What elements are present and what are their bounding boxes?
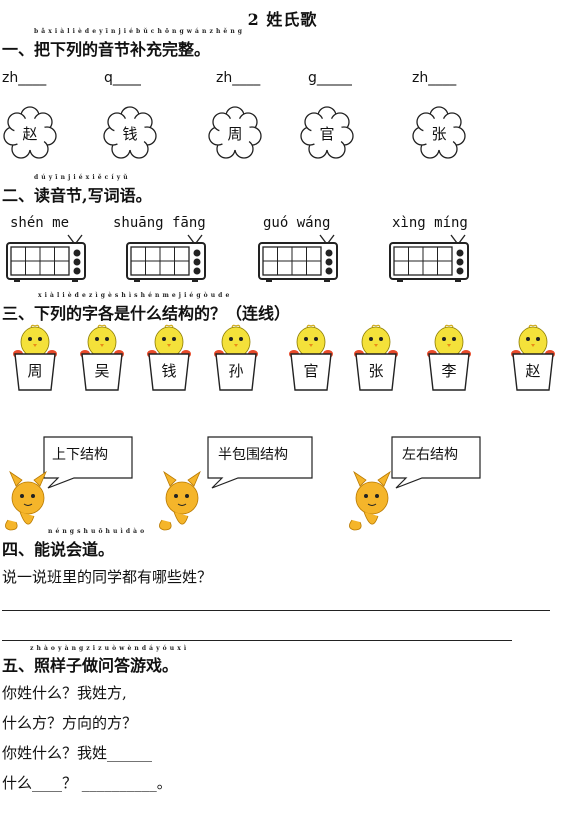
fox-speech-bubble-icon [159,436,313,531]
flower-card-4: 官 [300,106,354,160]
section2-pinyin-ruby: d ú y ī n j i é x i ě c í y ǔ [34,174,129,181]
section5-pinyin-ruby: z h à o y à n g z i z u ò w è n d á y ó … [30,645,187,652]
chick-card-8[interactable]: 赵 [510,324,556,392]
chick-card-6[interactable]: 张 [353,324,399,392]
chick-char: 赵 [525,362,541,380]
pinyin-word-1: shén me [10,215,70,231]
structure-option-1[interactable]: 上下结构 [2,436,162,532]
chick-icon [13,324,57,391]
tv-icon [126,234,206,282]
tv-writing-box-4[interactable] [389,233,471,283]
syllable-blank-3[interactable]: zh____ [216,70,261,86]
chick-card-1[interactable]: 周 [12,324,58,392]
tv-icon [6,234,86,282]
tv-icon [258,234,338,282]
syllable-blank-4[interactable]: g_____ [308,70,352,86]
dialogue-line-1: 你姓什么？我姓方, [2,684,127,702]
structure-option-3[interactable]: 左右结构 [346,436,506,532]
chick-icon [354,324,398,391]
tv-icon [389,234,469,282]
chick-card-7[interactable]: 李 [426,324,472,392]
dialogue-line-2: 什么方？方向的方？ [2,714,138,732]
flower-char: 钱 [122,124,138,143]
structure-label: 半包围结构 [218,447,288,463]
flower-card-2: 钱 [103,106,157,160]
chick-icon [511,324,555,391]
chick-icon [214,324,258,391]
chick-char: 张 [368,362,384,380]
section4-pinyin-ruby: n é n g s h u ō h u ì d à o [48,528,145,535]
chick-icon [147,324,191,391]
chick-icon [289,324,333,391]
answer-line-2[interactable] [2,640,512,641]
answer-line-1[interactable] [2,610,550,611]
section3-pinyin-ruby: x i à l i è d e z ì g è s h ì s h é n m … [38,292,230,299]
syllable-blank-2[interactable]: q____ [104,70,141,86]
flower-char: 赵 [22,124,38,143]
section3-heading: 三、下列的字各是什么结构的？（连线） [2,304,291,323]
tv-writing-box-3[interactable] [258,233,340,283]
flower-card-3: 周 [208,106,262,160]
chick-card-3[interactable]: 钱 [146,324,192,392]
chick-char: 李 [441,362,457,380]
section4-heading: 四、能说会道。 [2,540,115,559]
chick-char: 周 [27,362,43,380]
flower-icon [103,106,157,159]
pinyin-word-2: shuāng fāng [113,215,206,231]
chick-char: 孙 [228,362,244,380]
syllable-blank-1[interactable]: zh____ [2,70,47,86]
chick-icon [80,324,124,391]
flower-icon [300,106,354,159]
dialogue-line-4[interactable]: 什么____？ __________。 [2,774,172,792]
chick-char: 钱 [161,362,177,380]
section4-prompt: 说一说班里的同学都有哪些姓？ [2,568,213,586]
flower-char: 官 [319,124,335,143]
chick-card-4[interactable]: 孙 [213,324,259,392]
chick-card-5[interactable]: 官 [288,324,334,392]
flower-icon [412,106,466,159]
pinyin-word-3: guó wáng [263,215,331,231]
flower-icon [3,106,57,159]
section1-pinyin-ruby: b ǎ x i à l i è d e y ī n j i é b ǔ c h … [34,28,243,35]
fox-speech-bubble-icon [349,436,481,531]
structure-option-2[interactable]: 半包围结构 [156,436,316,532]
tv-writing-box-2[interactable] [126,233,208,283]
flower-char: 张 [431,124,447,143]
flower-card-1: 赵 [3,106,57,160]
flower-char: 周 [227,124,243,143]
flower-card-5: 张 [412,106,466,160]
structure-label: 上下结构 [52,447,108,463]
fox-speech-bubble-icon [5,436,133,531]
section1-heading: 一、把下列的音节补充完整。 [2,40,211,59]
dialogue-line-3[interactable]: 你姓什么？我姓______ [2,744,153,762]
section5-heading: 五、照样子做问答游戏。 [2,656,179,675]
chick-char: 官 [303,362,319,380]
syllable-blank-5[interactable]: zh____ [412,70,457,86]
chick-char: 吴 [94,362,110,380]
pinyin-word-4: xìng míng [392,215,468,231]
tv-writing-box-1[interactable] [6,233,88,283]
flower-icon [208,106,262,159]
section2-heading: 二、读音节,写词语。 [2,186,152,205]
chick-icon [427,324,471,391]
structure-label: 左右结构 [402,447,458,463]
chick-card-2[interactable]: 吴 [79,324,125,392]
page-title: 2 姓氏歌 [247,10,318,29]
